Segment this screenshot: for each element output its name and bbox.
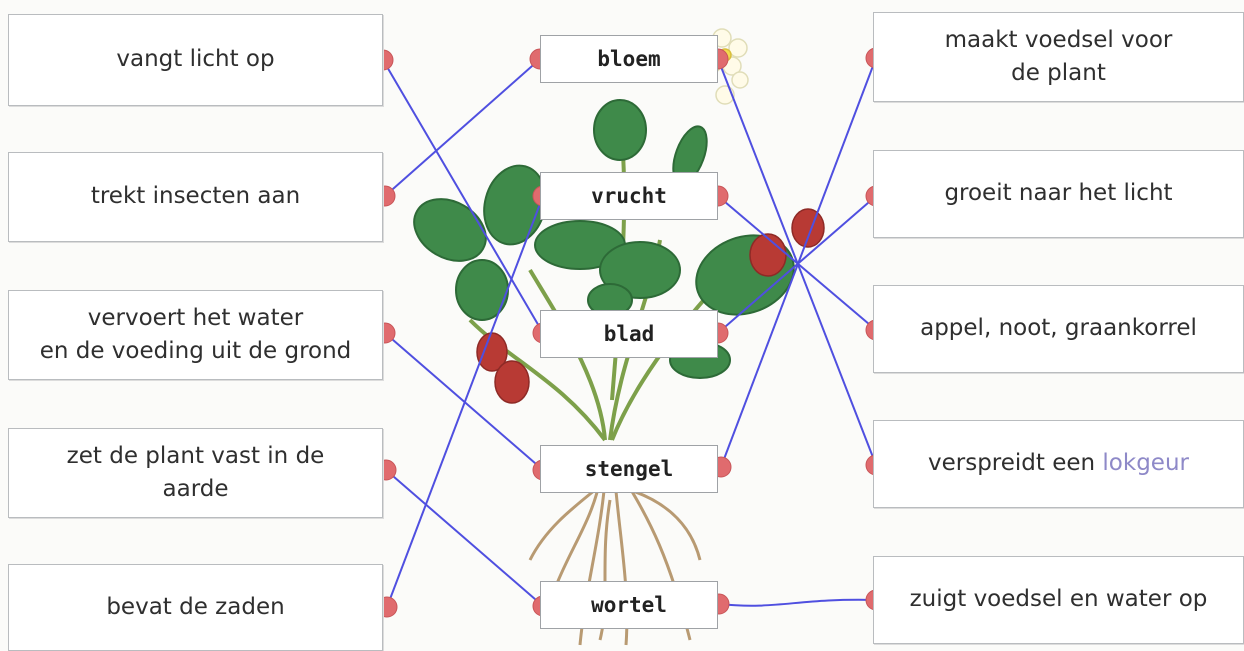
connection-line [720,57,877,468]
right-box-text: zuigt voedsel en water op [909,586,1208,613]
right-box-text-line: maakt voedsel voor [944,26,1173,53]
part-label-text: blad [603,322,655,346]
right-box-text: appel, noot, graankorrel [920,315,1197,342]
part-label-wortel: wortel [540,581,718,629]
part-label-stengel: stengel [540,445,718,493]
connection-line [386,195,544,608]
part-label-text: vrucht [591,184,667,208]
connection-line [385,469,544,607]
left-box-text-line: vervoert het water [87,304,304,331]
left-box-2: trekt insecten aan [8,152,383,242]
highlighted-word: lokgeur [1102,450,1189,477]
left-box-text-line: en de voeding uit de grond [39,338,352,364]
part-label-text: stengel [584,457,674,481]
connection-line [384,58,541,197]
connection-line [717,195,877,331]
right-box-text-plain: verspreidt een [928,450,1103,477]
right-box-text: verspreidt een lokgeur [928,447,1189,480]
connection-line [718,598,877,607]
strawberries [476,208,825,404]
left-box-5: bevat de zaden [8,564,383,651]
part-label-bloem: bloem [540,35,718,83]
left-box-1: vangt licht op [8,14,383,106]
right-box-3: appel, noot, graankorrel [873,285,1244,373]
right-box-text-line: de plant [1011,60,1106,86]
left-box-text-line: aarde [162,476,229,502]
connection-line [382,59,544,334]
part-label-vrucht: vrucht [540,172,718,220]
part-label-text: bloem [597,47,661,71]
part-label-text: wortel [591,593,667,617]
left-box-text-line: zet de plant vast in de [66,442,325,469]
leaves [413,99,795,379]
left-box-3: vervoert het water en de voeding uit de … [8,290,383,380]
right-box-text: groeit naar het licht [944,180,1173,207]
right-box-1: maakt voedsel voor de plant [873,12,1244,102]
right-box-5: zuigt voedsel en water op [873,556,1244,644]
left-box-text: trekt insecten aan [90,183,301,210]
left-box-text: bevat de zaden [106,593,285,620]
left-box-text: vangt licht op [116,46,275,73]
right-box-4: verspreidt een lokgeur [873,420,1244,508]
part-label-blad: blad [540,310,718,358]
left-box-4: zet de plant vast in de aarde [8,428,383,518]
right-box-2: groeit naar het licht [873,150,1244,238]
